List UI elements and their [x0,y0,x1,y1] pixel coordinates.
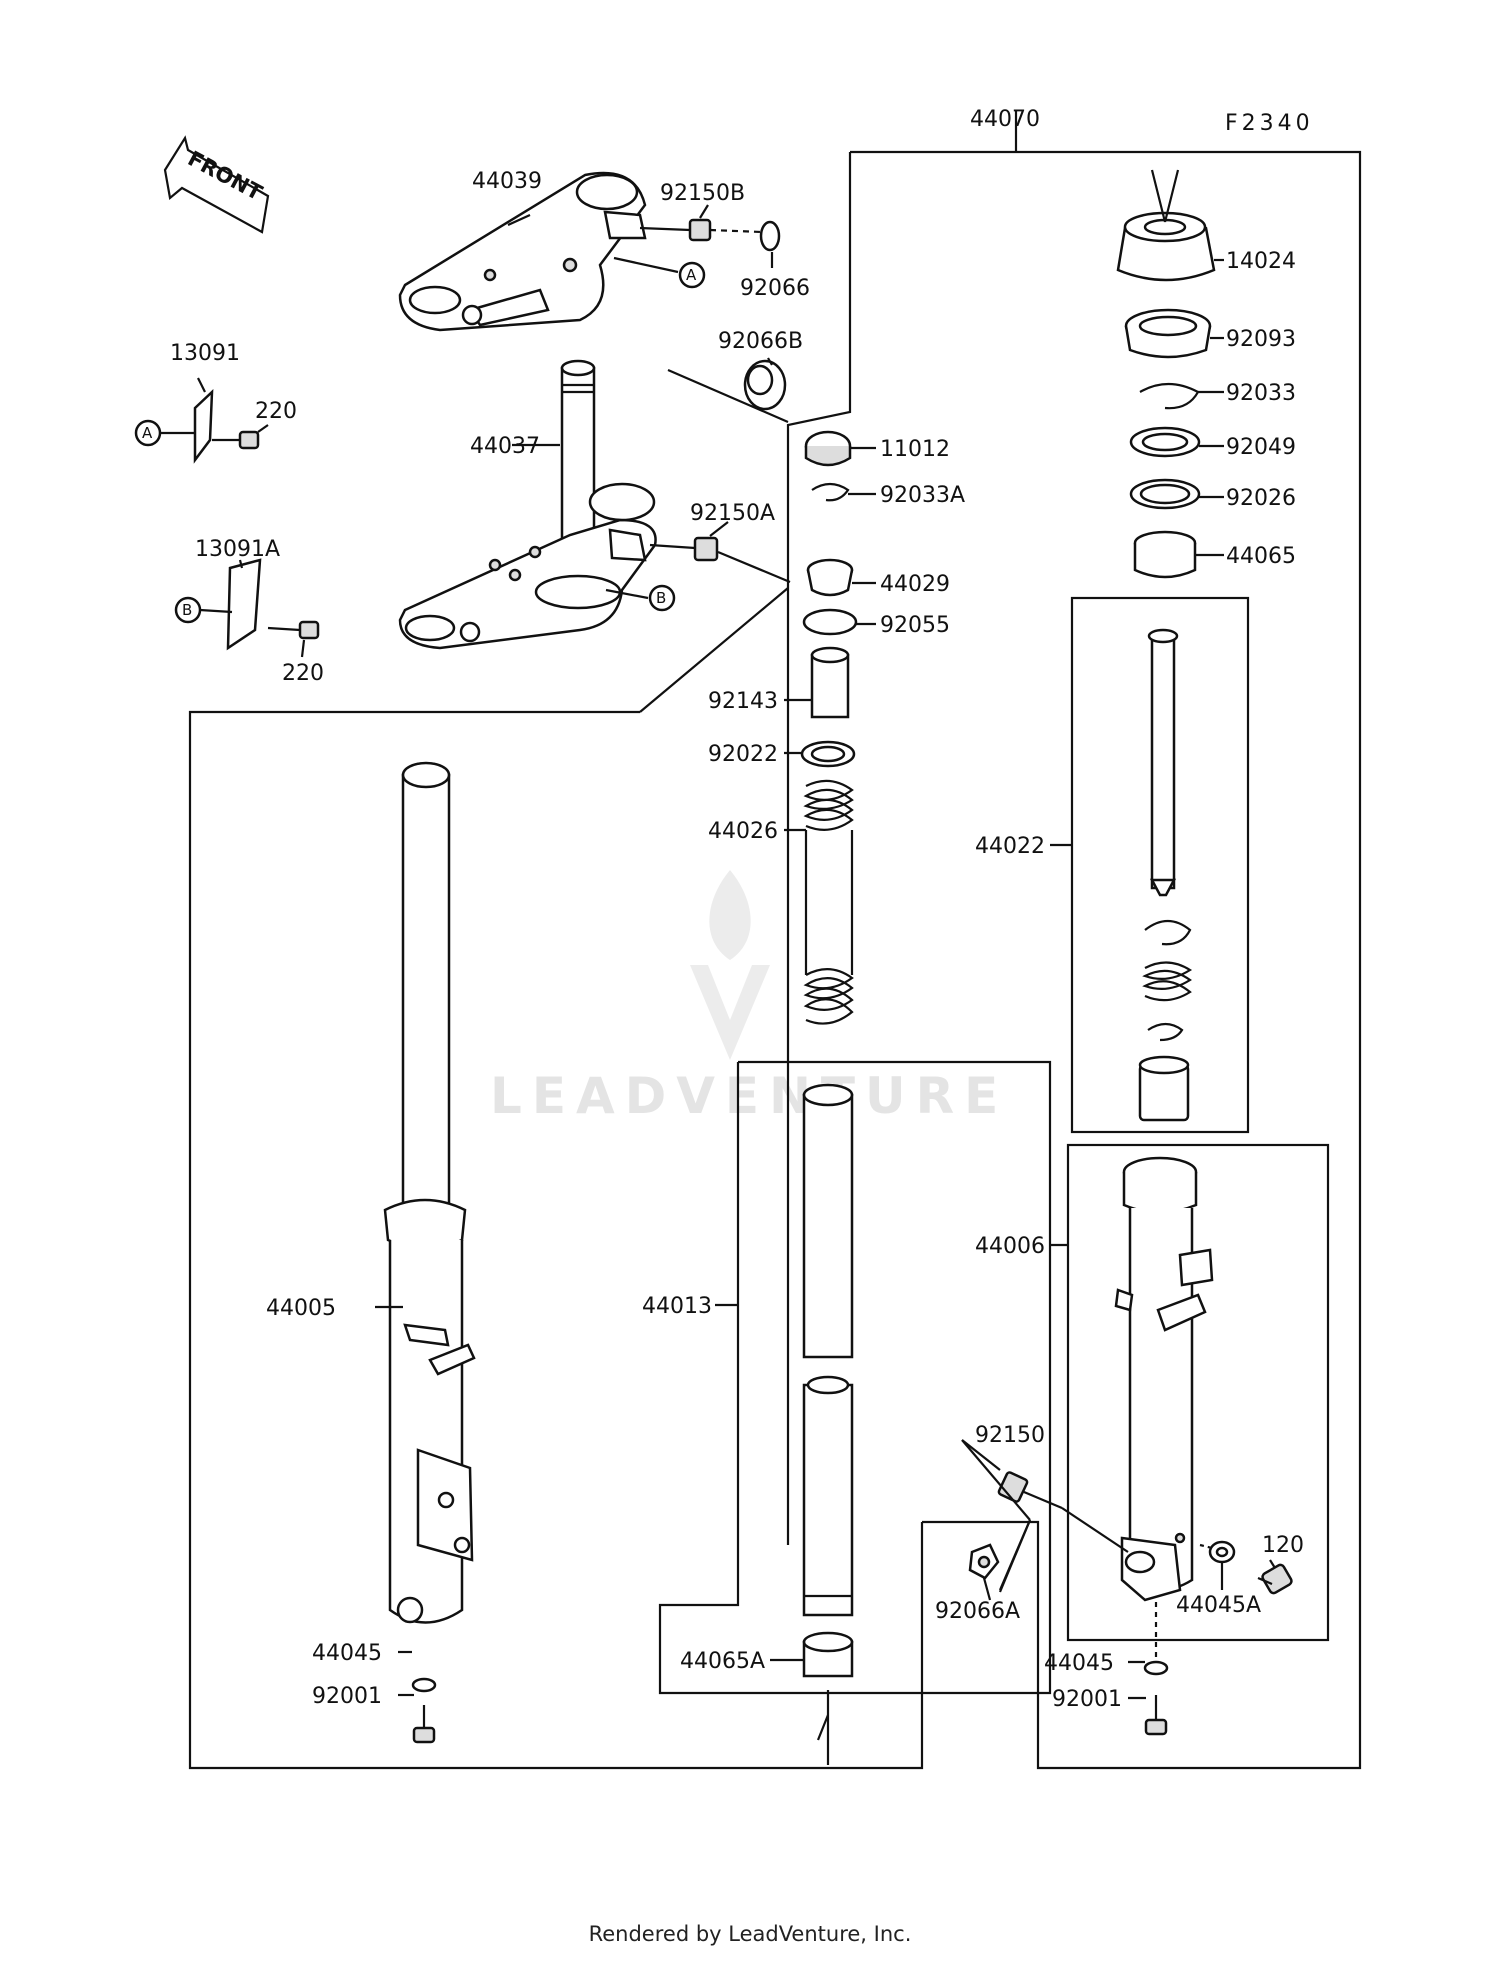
callout-44065: 44065 [1226,544,1296,569]
callout-13091a: 13091A [195,537,280,562]
marker-a-upper: A [686,266,697,284]
leader-lines [197,204,1276,1700]
callout-92066: 92066 [740,276,810,301]
callout-44045-left: 44045 [312,1641,382,1666]
bolt-92150b [639,218,763,242]
bolt-92150 [997,1471,1129,1553]
washer-92049 [1129,426,1201,458]
plug-92066 [759,220,781,252]
callout-92022: 92022 [708,742,778,767]
spring-44026 [803,779,854,1025]
bracket-13091a [226,558,320,651]
callout-92033a: 92033A [880,483,965,508]
callout-44065a: 44065A [680,1649,765,1674]
callout-92143: 92143 [708,689,778,714]
callout-44029: 44029 [880,572,950,597]
callout-44013: 44013 [642,1294,712,1319]
washer-44045-left [411,1677,437,1693]
marker-a-bracket: A [142,424,153,442]
callout-11012: 11012 [880,437,950,462]
bolt-120 [1257,1563,1293,1595]
callout-44039: 44039 [472,169,542,194]
assembly-outline-44070 [786,110,1362,1770]
callout-92093: 92093 [1226,327,1296,352]
callout-44026: 44026 [708,819,778,844]
callout-92066b: 92066B [718,329,803,354]
callout-44037: 44037 [470,434,540,459]
bracket-13091 [193,388,260,464]
washer-92022 [800,740,856,768]
diagram-code: F2340 [1225,111,1314,136]
outline-inner-tube [658,1060,1052,1695]
washer-44045a [1208,1540,1236,1564]
callout-92150a: 92150A [690,501,775,526]
circlip-92033a [811,482,850,502]
fork-tube-left [383,761,476,1624]
inner-tube-44013 [802,1083,854,1617]
marker-b-bracket: B [182,601,192,619]
outline-44022 [1070,596,1250,1134]
outline-left-fork [188,587,924,1770]
callout-44045a: 44045A [1176,1593,1261,1618]
bolt-92001-left [412,1705,436,1744]
callout-92049: 92049 [1226,435,1296,460]
callout-44022: 44022 [975,834,1045,859]
seal-92093 [1124,308,1212,359]
bolt-92001-right [1144,1695,1168,1736]
callout-92001-left: 92001 [312,1684,382,1709]
fork-tube-right [1114,1156,1214,1602]
callout-13091: 13091 [170,341,240,366]
washer-92026 [1129,478,1201,510]
damper-rod-44022 [1138,628,1193,1122]
outline-44006 [1066,1143,1330,1642]
callout-92001-right: 92001 [1052,1687,1122,1712]
callout-92026: 92026 [1226,486,1296,511]
front-arrow-icon: FRONT [163,135,270,234]
callout-44006: 44006 [975,1234,1045,1259]
cap-11012 [804,430,852,467]
callout-44045-right: 44045 [1044,1651,1114,1676]
callout-92066a: 92066A [935,1599,1020,1624]
callout-120: 120 [1262,1533,1304,1558]
washer-44045-right [1143,1660,1169,1676]
cap-14024 [1116,169,1216,282]
watermark-logo [690,870,770,1060]
footer-credit: Rendered by LeadVenture, Inc. [588,1922,912,1946]
plug-44029 [806,558,854,597]
bushing-44065 [1133,530,1197,579]
upper-triple-clamp [398,171,647,332]
clip-92033 [1139,382,1200,410]
part-callouts: 44070 44039 92150B 92066 92066B 13091 22… [170,107,1304,1712]
plug-92066b [743,359,787,411]
callout-44070: 44070 [970,107,1040,132]
callout-44005: 44005 [266,1296,336,1321]
watermark-text: LEADVENTURE [490,1067,1008,1125]
washer-92066a [968,1543,1000,1580]
steering-stem [398,359,657,650]
callout-92033: 92033 [1226,381,1296,406]
callout-220-upper: 220 [255,399,297,424]
callout-14024: 14024 [1226,249,1296,274]
callout-92150: 92150 [975,1423,1045,1448]
bolt-92150a [649,536,791,584]
oring-92055 [802,608,858,636]
callout-92055: 92055 [880,613,950,638]
callout-220-lower: 220 [282,661,324,686]
marker-b-lower: B [656,589,666,607]
callout-92150b: 92150B [660,181,745,206]
spacer-92143 [810,646,850,719]
bushing-44065a [802,1631,854,1678]
